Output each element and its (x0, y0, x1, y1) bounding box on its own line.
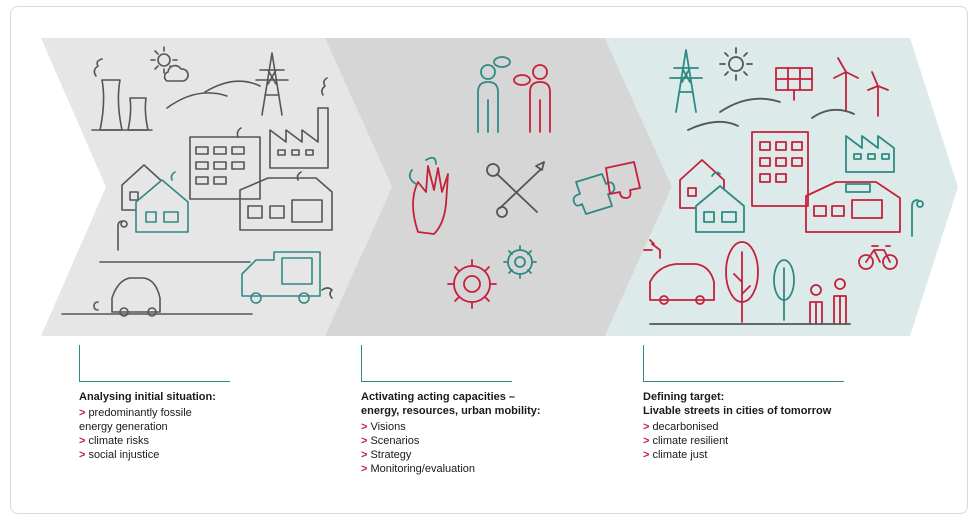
power-line-arc (204, 80, 261, 93)
heading-line: Activating acting capacities – (361, 391, 516, 403)
family-icon (809, 278, 847, 325)
power-line-arc (166, 92, 228, 109)
bullet-item: >social injustice (79, 448, 349, 462)
wind-turbine-icon (867, 71, 889, 117)
factory-icon (269, 77, 329, 169)
bullet-marker: > (79, 435, 86, 447)
bracket-line (643, 345, 844, 382)
tree-icon (773, 259, 795, 321)
sun-cloud-icon (150, 46, 189, 82)
chevron-activating (325, 38, 672, 336)
activating-heading: Activating acting capacities – energy, r… (361, 390, 641, 418)
bullet-marker: > (79, 407, 86, 419)
bullet-marker: > (79, 449, 86, 461)
analysing-textblock: Analysing initial situation: >predominan… (79, 345, 349, 462)
power-line-arc (719, 97, 781, 113)
sun-icon (719, 47, 753, 81)
warehouse-icon (239, 171, 333, 231)
street-lamp-icon (117, 220, 128, 251)
defining-bullets: >decarbonised >climate resilient >climat… (643, 420, 903, 462)
analysing-bullets: >predominantly fossile energy generation… (79, 406, 349, 462)
bullet-text: Scenarios (370, 435, 420, 447)
street-lamp-icon (911, 199, 924, 237)
bullet-marker: > (643, 449, 650, 461)
bullet-item: >Strategy (361, 448, 641, 462)
ground-line (61, 261, 253, 315)
bullet-item: >decarbonised (643, 420, 903, 434)
house-icon (695, 185, 745, 233)
bullet-item: >climate just (643, 448, 903, 462)
bullet-marker: > (361, 421, 368, 433)
wind-turbine-icon (833, 57, 859, 111)
bullet-marker: > (643, 435, 650, 447)
bullet-text: Strategy (370, 449, 412, 461)
bullet-text: climate resilient (652, 435, 729, 447)
bullet-text: climate just (652, 449, 708, 461)
solar-panel-icon (775, 67, 813, 101)
bullet-marker: > (361, 449, 368, 461)
heading-line: Livable streets in cities of tomorrow (643, 405, 832, 417)
tree-icon (725, 241, 759, 323)
bullet-item: >Scenarios (361, 434, 641, 448)
bullet-marker: > (643, 421, 650, 433)
bullet-text: predominantly fossile (88, 407, 192, 419)
car-icon (93, 277, 161, 317)
hands-icon (408, 156, 449, 235)
green-building-icon (751, 131, 809, 207)
activating-bullets: >Visions >Scenarios >Strategy >Monitorin… (361, 420, 641, 476)
bullet-text: decarbonised (652, 421, 719, 433)
electric-car-icon (643, 239, 715, 305)
puzzle-icon (572, 173, 616, 215)
gears-icon (503, 245, 537, 279)
defining-textblock: Defining target: Livable streets in citi… (643, 345, 903, 462)
house-icon (135, 171, 189, 233)
pylon-icon (669, 49, 703, 113)
heading-line: Analysing initial situation: (79, 391, 216, 403)
bullet-marker: > (361, 463, 368, 475)
factory-icon (845, 135, 895, 173)
bullet-item: >climate resilient (643, 434, 903, 448)
bullet-text: climate risks (88, 435, 149, 447)
warehouse-icon (805, 181, 901, 233)
bullet-text: Monitoring/evaluation (370, 463, 476, 475)
puzzle-icon (605, 161, 641, 199)
apartment-block-icon (189, 127, 261, 200)
bracket-line (79, 345, 230, 382)
power-plant-icon (91, 58, 153, 131)
bicycle-icon (858, 245, 898, 270)
power-line-arc (811, 108, 855, 119)
bracket-line (361, 345, 512, 382)
activating-textblock: Activating acting capacities – energy, r… (361, 345, 641, 476)
bullet-text: Visions (370, 421, 406, 433)
power-line-arc (687, 120, 739, 131)
bullet-marker: > (361, 435, 368, 447)
pylon-icon (255, 52, 289, 116)
tools-icon (486, 161, 545, 218)
bullet-item: >Monitoring/evaluation (361, 462, 641, 476)
gears-icon (447, 259, 497, 309)
truck-icon (241, 251, 333, 304)
chevron-defining (605, 38, 958, 336)
heading-line: Defining target: (643, 391, 725, 403)
bullet-item: >climate risks (79, 434, 349, 448)
people-talking-icon (477, 56, 551, 133)
analysing-heading: Analysing initial situation: (79, 390, 349, 404)
defining-heading: Defining target: Livable streets in citi… (643, 390, 903, 418)
bullet-item: >Visions (361, 420, 641, 434)
bullet-text: social injustice (88, 449, 160, 461)
heading-line: energy, resources, urban mobility: (361, 405, 541, 417)
bullet-continuation: energy generation (79, 421, 168, 433)
bullet-item: >predominantly fossile (79, 406, 349, 420)
